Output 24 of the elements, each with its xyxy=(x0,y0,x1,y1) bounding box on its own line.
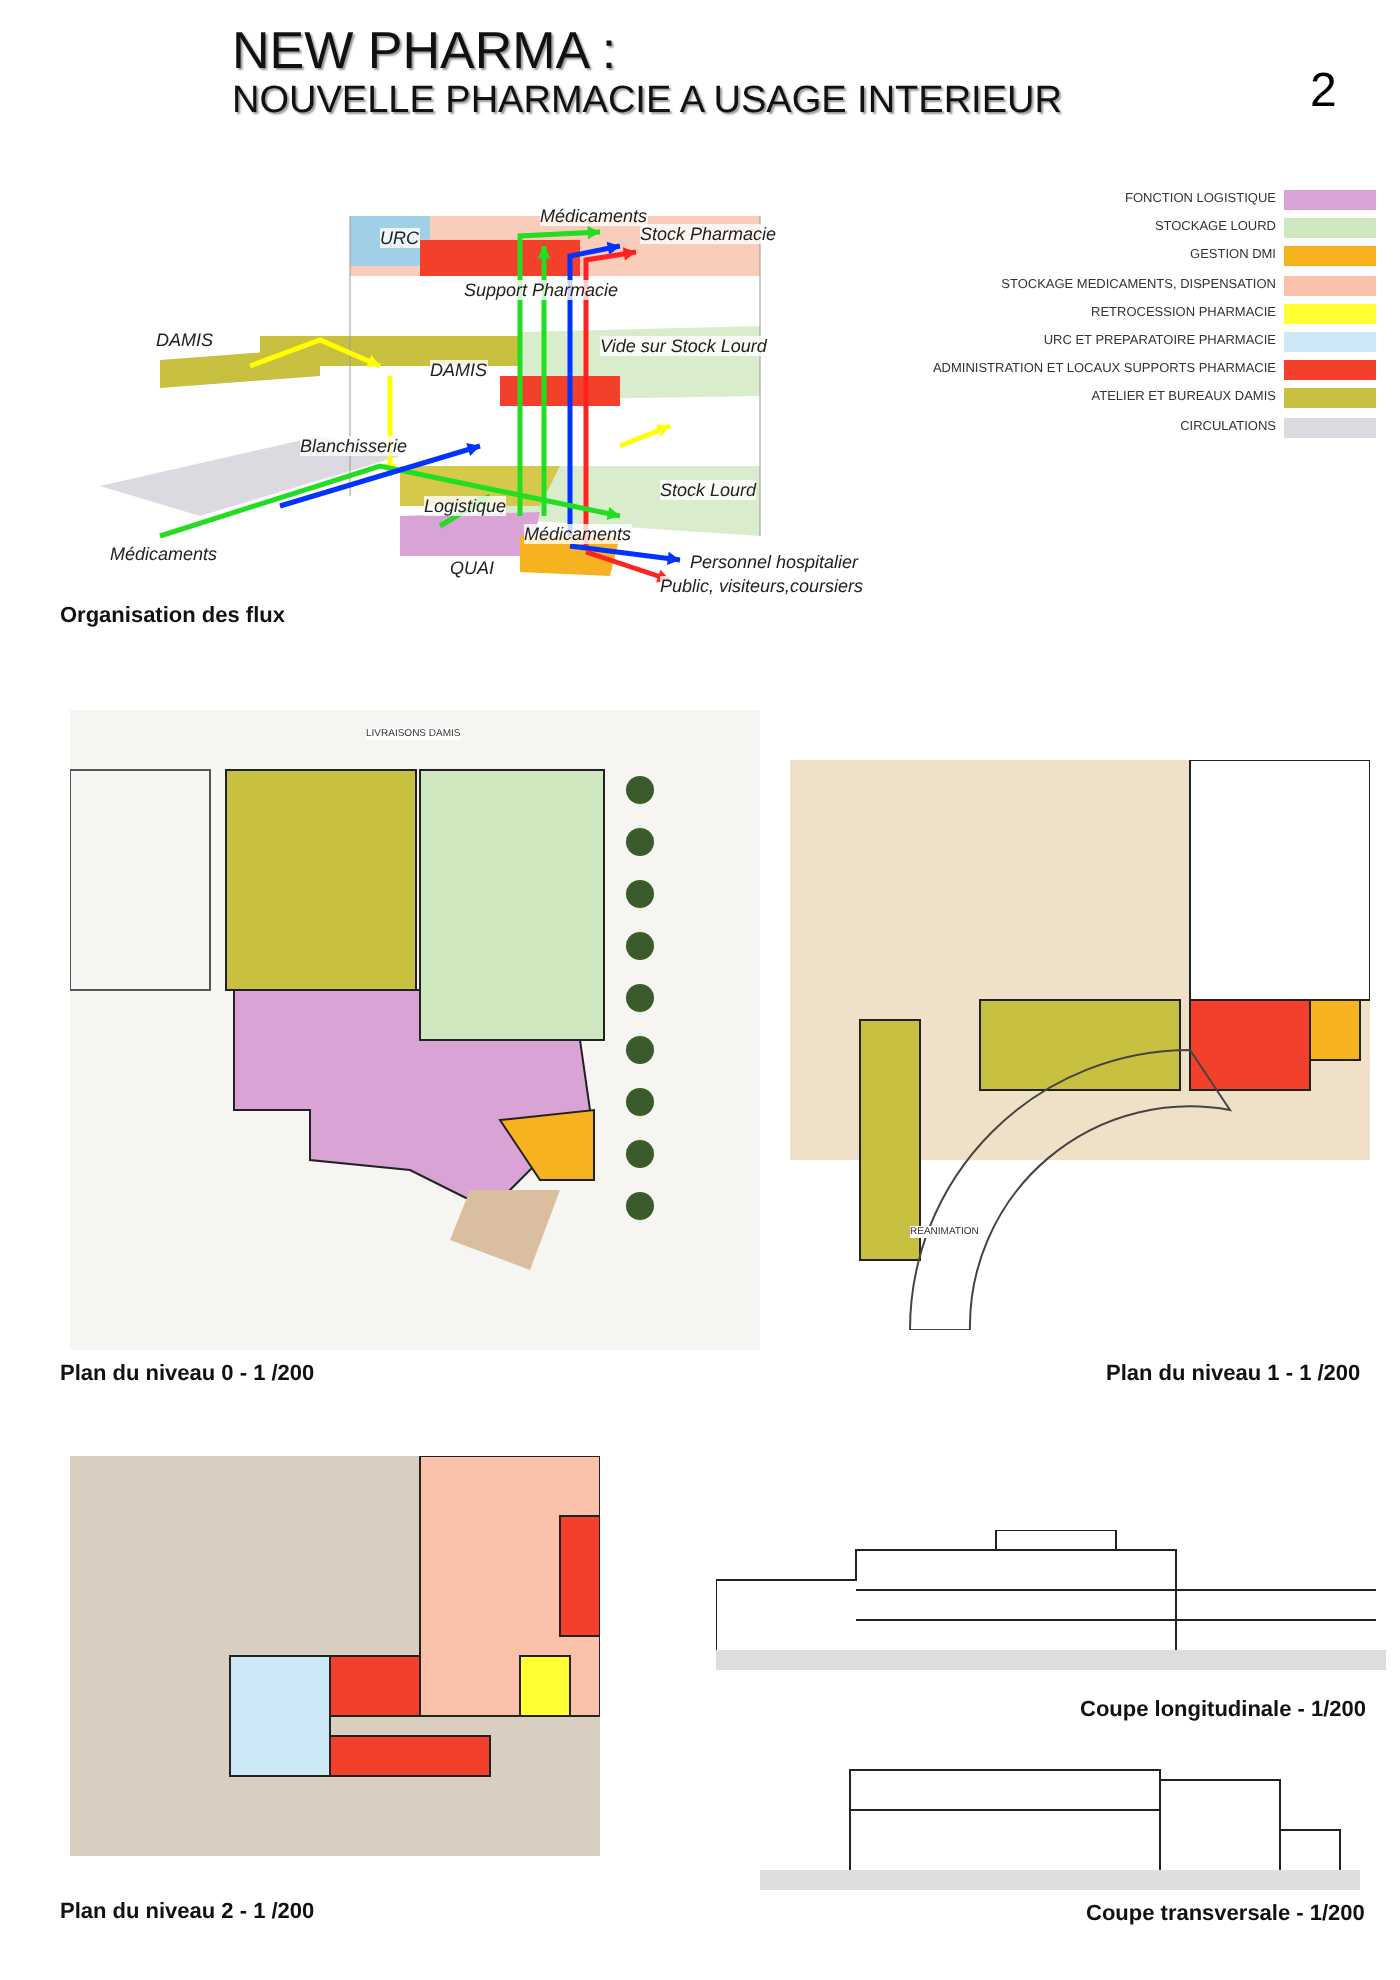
page-number: 2 xyxy=(1310,64,1337,120)
caption: Plan du niveau 1 - 1 /200 xyxy=(1106,1362,1361,1386)
flow-label: Vide sur Stock Lourd xyxy=(600,336,767,356)
caption: Plan du niveau 2 - 1 /200 xyxy=(60,1900,315,1924)
flow-label: Personnel hospitalier xyxy=(690,552,859,572)
flow-label: QUAI xyxy=(450,558,495,578)
caption: Coupe transversale - 1/200 xyxy=(1086,1902,1365,1926)
subtitle: NOUVELLE PHARMACIE A USAGE INTERIEUR xyxy=(232,80,1062,124)
flow-label: DAMIS xyxy=(430,360,488,380)
caption: Plan du niveau 0 - 1 /200 xyxy=(60,1362,315,1386)
caption: Organisation des flux xyxy=(60,604,285,628)
flow-label: Stock Lourd xyxy=(660,480,757,500)
flow-label: Médicaments xyxy=(540,206,648,226)
flow-label: Médicaments xyxy=(110,544,218,564)
flow-label: Public, visiteurs,coursiers xyxy=(660,576,864,596)
flow-label: Blanchisserie xyxy=(300,436,408,456)
title: NEW PHARMA : xyxy=(232,20,617,82)
flow-label: Support Pharmacie xyxy=(464,280,619,300)
caption: Coupe longitudinale - 1/200 xyxy=(1080,1698,1367,1722)
flow-label: Logistique xyxy=(424,496,507,516)
flow-label: Médicaments xyxy=(524,524,632,544)
flow-label: URC xyxy=(380,228,419,248)
flow-label: Stock Pharmacie xyxy=(640,224,777,244)
flow-label: DAMIS xyxy=(156,330,214,350)
